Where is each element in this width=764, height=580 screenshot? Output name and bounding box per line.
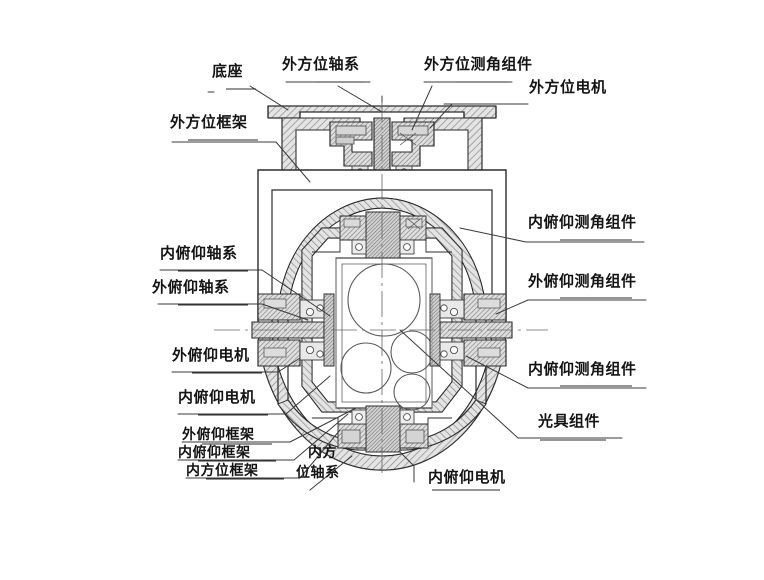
label-inner-pitch-angle-module-lower: 内俯仰测角组件: [528, 360, 637, 378]
label-outer-pitch-angle-module: 外俯仰测角组件: [528, 272, 637, 290]
inner-azimuth-hub-bottom: [312, 405, 452, 453]
leader-outer-azimuth-shaft-bar: [285, 81, 383, 103]
leader-base: [249, 85, 289, 111]
leader-ipm-b: [399, 451, 415, 483]
label-inner-pitch-motor-bottom: 内俯仰电机: [428, 468, 506, 486]
label-underlines: [178, 81, 632, 491]
leader-oam: [429, 103, 453, 129]
leader-opf: [289, 407, 357, 443]
label-base: 底座: [212, 62, 244, 80]
label-inner-azimuth-frame: 内方位框架: [186, 463, 259, 479]
leader-ips: [261, 269, 331, 317]
leader-oaam: [411, 85, 433, 131]
leader-ipam-l: [465, 355, 529, 389]
label-outer-azimuth-motor: 外方位电机: [529, 78, 607, 96]
leader-opm: [277, 357, 301, 373]
outer-pitch-bearing-right: [429, 293, 513, 367]
label-outer-pitch-motor: 外俯仰电机: [172, 346, 250, 364]
centerlines: [214, 96, 548, 478]
leader-ipf: [293, 413, 349, 461]
label-inner-pitch-shaft: 内俯仰轴系: [160, 244, 238, 262]
leader-optical: [399, 329, 519, 439]
label-inner-pitch-motor-left: 内俯仰电机: [178, 388, 256, 406]
inner-azimuth-hub-top: [312, 211, 452, 259]
label-inner-azimuth-shaft-line1: 内方: [308, 445, 337, 461]
leader-lines: [157, 81, 647, 491]
label-optical-assembly: 光具组件: [538, 412, 601, 430]
label-inner-pitch-frame: 内俯仰框架: [178, 445, 251, 461]
label-inner-pitch-angle-module-upper: 内俯仰测角组件: [528, 213, 637, 231]
leader-oaf: [275, 141, 311, 183]
label-outer-pitch-shaft: 外俯仰轴系: [152, 278, 230, 296]
leader-opam: [495, 299, 529, 315]
construction-lines: [335, 258, 433, 408]
leader-ias: [309, 455, 353, 491]
label-outer-azimuth-shaft: 外方位轴系: [282, 55, 360, 73]
leader-ops: [261, 303, 309, 321]
label-outer-pitch-frame: 外俯仰框架: [182, 427, 255, 443]
leader-iaf: [299, 429, 341, 479]
leader-outer-azimuth-shaft: [337, 85, 383, 113]
leader-ipm-l: [285, 375, 331, 415]
leader-ipam-u: [459, 227, 527, 243]
label-outer-azimuth-frame: 外方位框架: [170, 113, 248, 131]
label-inner-azimuth-shaft-line2: 位轴系: [296, 465, 340, 481]
label-outer-azimuth-angle-module: 外方位测角组件: [424, 55, 533, 73]
